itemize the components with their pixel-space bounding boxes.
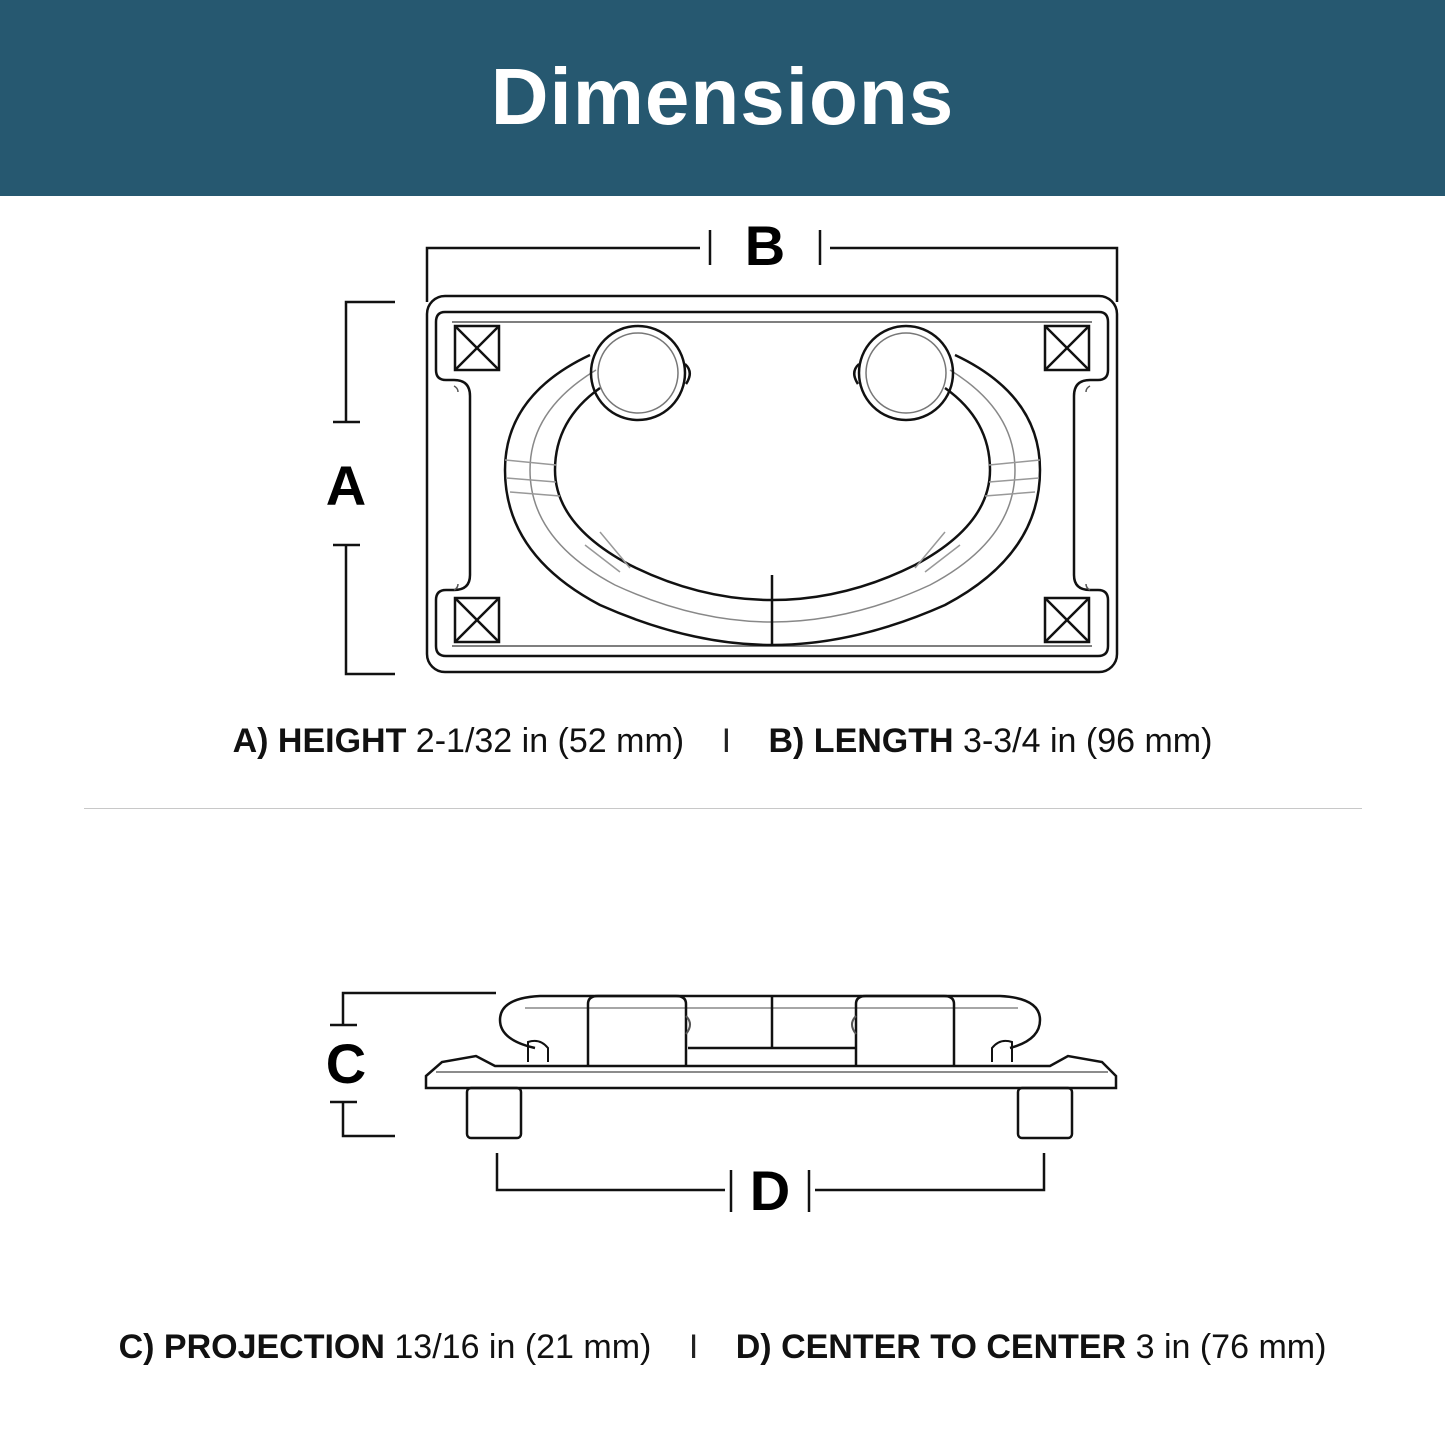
dimension-d-line <box>495 1153 1046 1212</box>
backplate-inner-outline <box>434 310 1110 658</box>
spec-separator: I <box>721 722 732 760</box>
header-banner: Dimensions <box>0 0 1445 196</box>
spec-row-bottom: C) PROJECTION 13/16 in (21 mm) I D) CENT… <box>0 1328 1445 1367</box>
label-d: D <box>750 1159 790 1222</box>
label-c: C <box>326 1032 366 1095</box>
length-label: B) LENGTH <box>768 722 954 760</box>
spec-row-top: A) HEIGHT 2-1/32 in (52 mm) I B) LENGTH … <box>0 722 1445 761</box>
projection-value: 13/16 in (21 mm) <box>394 1328 652 1366</box>
screw-square-bottom-right <box>1043 596 1091 644</box>
dimension-drawing: B A C D <box>326 214 1119 1222</box>
center-to-center-label: D) CENTER TO CENTER <box>735 1328 1127 1366</box>
post-right <box>857 324 955 422</box>
height-label: A) HEIGHT <box>232 722 407 760</box>
side-view-drawing <box>330 991 1118 1212</box>
projection-label: C) PROJECTION <box>118 1328 385 1366</box>
backplate-outline <box>425 294 1119 674</box>
screw-square-bottom-left <box>453 596 501 644</box>
center-to-center-value: 3 in (76 mm) <box>1135 1328 1327 1366</box>
foot-right <box>1016 1086 1074 1140</box>
post-left-side <box>586 994 688 1066</box>
screw-square-top-right <box>1043 324 1091 372</box>
bail-handle-side <box>498 994 1042 1050</box>
dimension-c-line <box>330 991 496 1138</box>
dimension-a-line <box>333 300 395 676</box>
post-right-side <box>854 994 956 1066</box>
label-b: B <box>745 214 785 277</box>
length-value: 3-3/4 in (96 mm) <box>963 722 1213 760</box>
top-view-drawing <box>333 230 1119 676</box>
bail-handle-inner <box>553 386 992 602</box>
label-a: A <box>326 454 366 517</box>
page-title: Dimensions <box>490 52 955 141</box>
dimension-b-line <box>425 230 1119 302</box>
foot-left <box>465 1086 523 1140</box>
spec-separator: I <box>688 1328 699 1366</box>
post-left <box>589 324 687 422</box>
height-value: 2-1/32 in (52 mm) <box>415 722 685 760</box>
backplate-side <box>424 1054 1118 1090</box>
section-divider <box>84 808 1362 809</box>
screw-square-top-left <box>453 324 501 372</box>
